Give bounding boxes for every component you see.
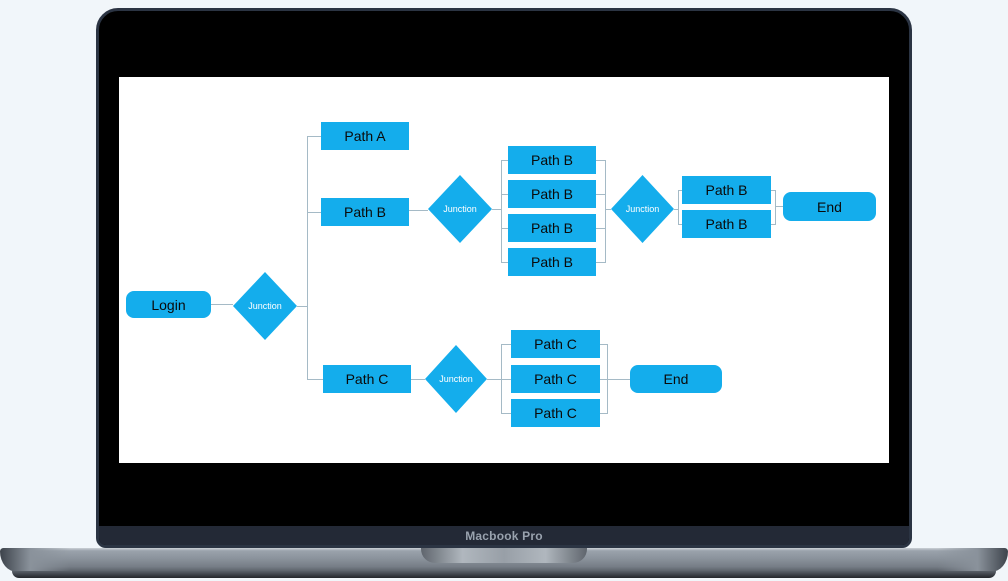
node-path-b[interactable]: Path B xyxy=(508,214,596,242)
connector-line xyxy=(487,379,501,380)
connector-line xyxy=(492,209,501,210)
connector-line xyxy=(600,344,607,345)
node-path-b[interactable]: Path B xyxy=(508,146,596,174)
laptop-base xyxy=(0,548,1008,572)
node-path-b[interactable]: Path B xyxy=(682,210,771,238)
connector-line xyxy=(600,413,607,414)
connector-line xyxy=(307,136,321,137)
connector-line xyxy=(678,190,679,225)
connector-line xyxy=(607,379,630,380)
node-end[interactable]: End xyxy=(783,192,876,221)
connector-line xyxy=(307,136,308,380)
connector-line xyxy=(678,224,682,225)
node-junction[interactable]: Junction xyxy=(425,345,487,413)
connector-line xyxy=(771,224,775,225)
connector-line xyxy=(596,194,605,195)
laptop-hinge-notch xyxy=(421,548,587,563)
node-login[interactable]: Login xyxy=(126,291,211,318)
connector-line xyxy=(411,379,425,380)
connector-line xyxy=(501,228,508,229)
connector-line xyxy=(678,190,682,191)
connector-line xyxy=(605,160,606,263)
connector-line xyxy=(307,212,321,213)
node-path-c[interactable]: Path C xyxy=(511,330,600,358)
connector-line xyxy=(409,210,428,211)
laptop-base-edge xyxy=(12,571,996,578)
connector-line xyxy=(297,306,307,307)
connector-line xyxy=(605,209,611,210)
connector-line xyxy=(501,413,511,414)
node-path-b[interactable]: Path B xyxy=(508,248,596,276)
connector-line xyxy=(775,206,783,207)
connector-line xyxy=(596,160,605,161)
node-path-b[interactable]: Path B xyxy=(682,176,771,204)
connector-line xyxy=(501,194,508,195)
node-path-a[interactable]: Path A xyxy=(321,122,409,150)
connector-line xyxy=(596,262,605,263)
connector-line xyxy=(674,209,678,210)
connector-line xyxy=(771,190,775,191)
connector-line xyxy=(501,379,511,380)
laptop-chin: Macbook Pro xyxy=(99,526,909,545)
connector-line xyxy=(501,160,508,161)
node-junction[interactable]: Junction xyxy=(611,175,674,243)
node-path-c[interactable]: Path C xyxy=(511,399,600,427)
connector-line xyxy=(501,160,502,263)
node-path-c[interactable]: Path C xyxy=(323,365,411,393)
connector-line xyxy=(501,344,511,345)
connector-line xyxy=(211,304,233,305)
node-path-b[interactable]: Path B xyxy=(321,198,409,226)
connector-line xyxy=(775,190,776,225)
device-label: Macbook Pro xyxy=(465,528,543,543)
node-path-b[interactable]: Path B xyxy=(508,180,596,208)
node-path-c[interactable]: Path C xyxy=(511,365,600,393)
connector-line xyxy=(307,379,323,380)
connector-line xyxy=(596,228,605,229)
connector-line xyxy=(501,262,508,263)
connector-line xyxy=(600,379,607,380)
node-junction[interactable]: Junction xyxy=(428,175,492,243)
node-junction[interactable]: Junction xyxy=(233,272,297,340)
node-end[interactable]: End xyxy=(630,365,722,393)
